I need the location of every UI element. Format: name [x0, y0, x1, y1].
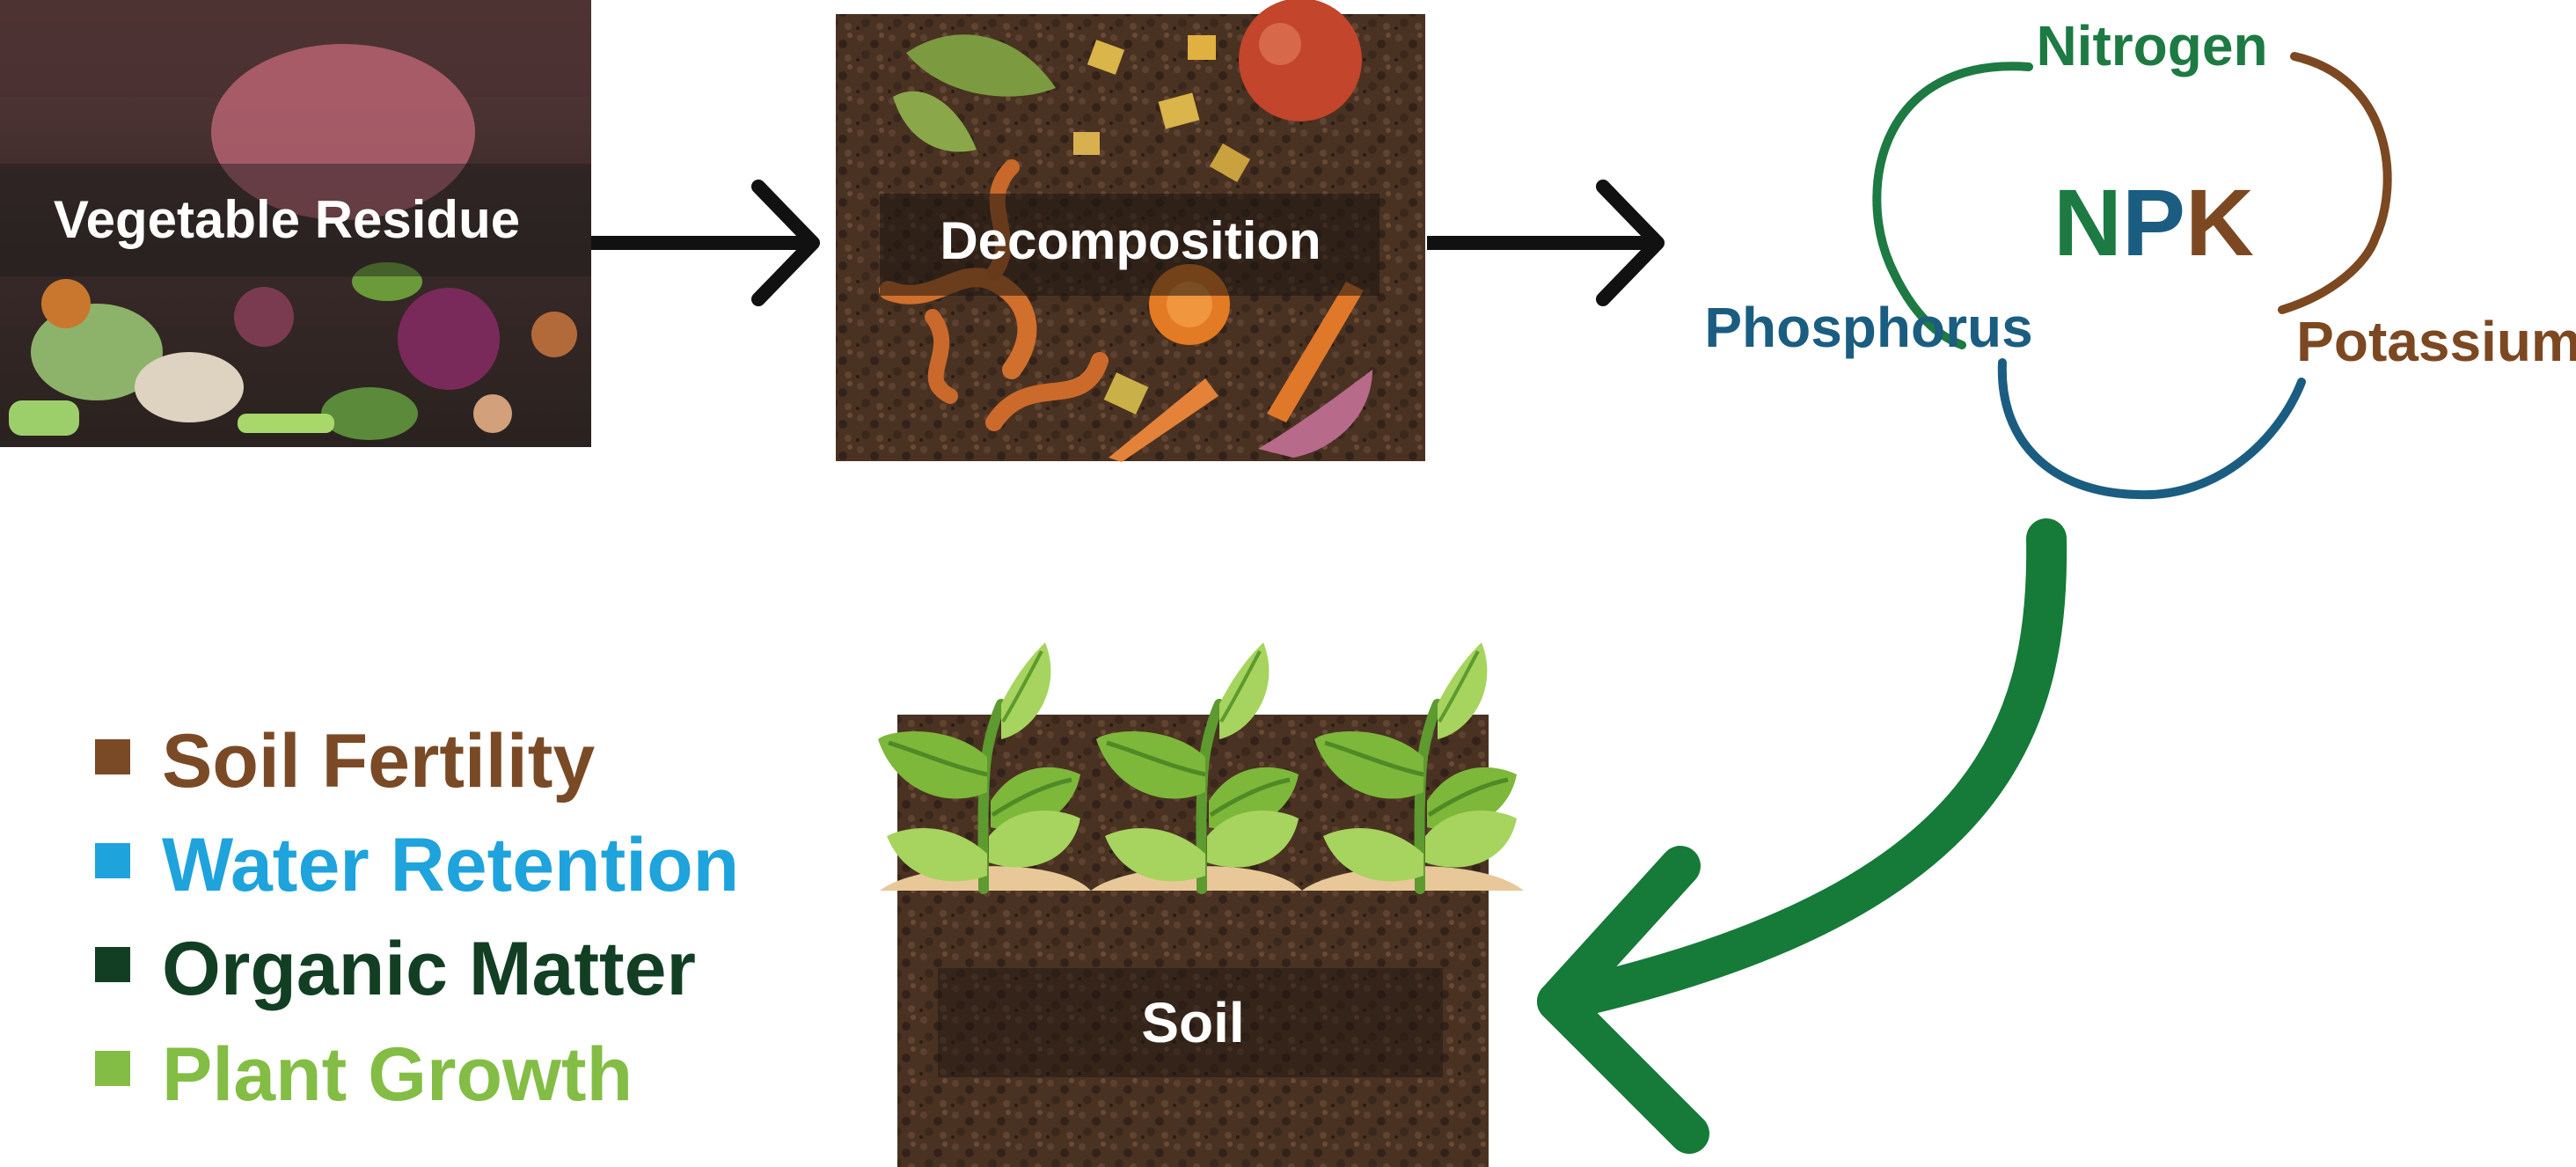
nitrogen-arc	[1872, 62, 2033, 349]
potassium-arc	[2278, 52, 2392, 314]
vegetable-residue-image	[0, 0, 591, 447]
bullet-square-icon	[95, 843, 130, 878]
benefit-plant-growth: Plant Growth	[162, 1032, 633, 1117]
npk-p: P	[2122, 169, 2185, 275]
potassium-label: Potassium	[2296, 310, 2576, 373]
npk-cycle	[1872, 52, 2392, 500]
phosphorus-arc	[1997, 358, 2306, 500]
npk-k: K	[2185, 169, 2254, 275]
soil-label: Soil	[1141, 991, 1244, 1054]
phosphorus-label: Phosphorus	[1704, 296, 2032, 359]
bullet-square-icon	[95, 1051, 130, 1086]
bullet-square-icon	[95, 739, 130, 774]
nitrogen-label: Nitrogen	[2036, 14, 2267, 77]
curved-arrow-icon	[1537, 518, 2067, 1154]
npk-center-label: NPK	[2053, 169, 2254, 275]
vegetable-residue-label: Vegetable Residue	[54, 190, 520, 249]
right-arrow-icon	[1427, 180, 1665, 306]
benefit-organic-matter: Organic Matter	[162, 927, 696, 1011]
benefit-soil-fertility: Soil Fertility	[162, 719, 595, 804]
right-arrow-icon	[591, 180, 820, 306]
npk-n: N	[2053, 169, 2122, 275]
benefit-water-retention: Water Retention	[162, 823, 739, 907]
bucket-shape	[211, 44, 475, 220]
decomposition-label: Decomposition	[940, 211, 1321, 270]
benefits-list: Soil Fertility Water Retention Organic M…	[95, 719, 739, 1117]
bullet-square-icon	[95, 947, 130, 982]
decomposition-image	[836, 0, 1425, 462]
